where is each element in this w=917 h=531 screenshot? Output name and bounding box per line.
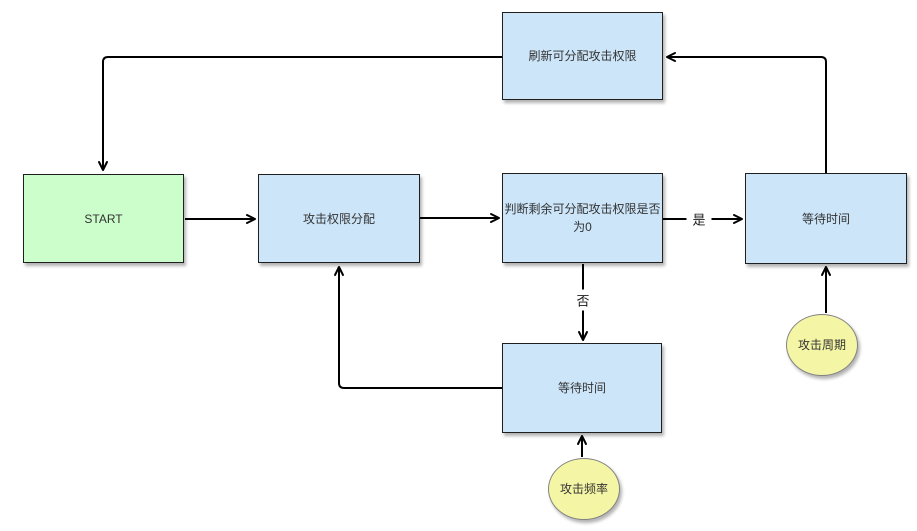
edge-wait-right-to-refresh — [666, 52, 827, 173]
node-attack-cycle: 攻击周期 — [786, 314, 858, 376]
node-attack-frequency: 攻击频率 — [548, 458, 620, 520]
edge-refresh-to-start — [98, 56, 502, 171]
node-label: 判断剩余可分配攻击权限是否为0 — [504, 202, 661, 234]
node-label: 攻击周期 — [797, 338, 846, 352]
node-wait-time-right: 等待时间 — [745, 173, 907, 264]
edge-label-yes: 是 — [686, 208, 712, 230]
node-wait-time-bottom: 等待时间 — [502, 343, 662, 433]
node-label: 等待时间 — [801, 211, 850, 226]
node-refresh-attack-permissions: 刷新可分配攻击权限 — [502, 12, 663, 100]
node-label: 攻击权限分配 — [302, 211, 375, 226]
node-label: START — [84, 211, 123, 226]
node-label: 攻击频率 — [559, 482, 608, 496]
node-attack-permission-allocation: 攻击权限分配 — [258, 174, 420, 263]
edge-label-no: 否 — [570, 289, 596, 311]
node-decision-remaining-permissions-zero: 判断剩余可分配攻击权限是否为0 — [502, 173, 663, 263]
edge-wait-bottom-to-allocate — [334, 266, 502, 389]
node-label: 刷新可分配攻击权限 — [528, 49, 637, 63]
node-label: 等待时间 — [557, 381, 606, 395]
node-start: START — [23, 174, 184, 263]
